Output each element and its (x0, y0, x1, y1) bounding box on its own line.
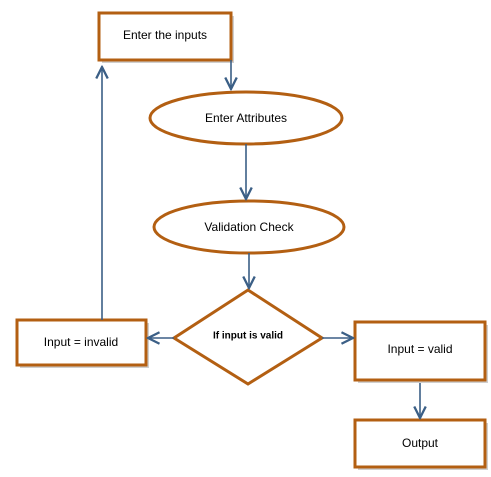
node-decision-diamond (171, 288, 325, 386)
node-invalid-label: Input = invalid (44, 335, 118, 349)
node-validation-check: Validation Check (152, 199, 346, 255)
node-valid-box (353, 320, 487, 382)
node-decision: If input is valid (171, 288, 325, 386)
node-enter-attributes: Enter Attributes (148, 90, 344, 146)
node-output-label: Output (402, 436, 439, 450)
node-enter-attributes-label: Enter Attributes (205, 111, 287, 125)
node-output: Output (353, 418, 488, 470)
node-enter-inputs: Enter the inputs (97, 11, 234, 63)
node-enter-inputs-box (97, 11, 233, 62)
node-output-box (353, 418, 487, 469)
node-valid-label: Input = valid (387, 342, 452, 356)
node-validation-check-label: Validation Check (204, 220, 294, 234)
node-valid: Input = valid (353, 320, 488, 383)
node-enter-inputs-label: Enter the inputs (123, 28, 207, 42)
node-decision-label: If input is valid (213, 331, 283, 342)
node-invalid: Input = invalid (15, 318, 149, 368)
node-invalid-box (15, 318, 148, 367)
